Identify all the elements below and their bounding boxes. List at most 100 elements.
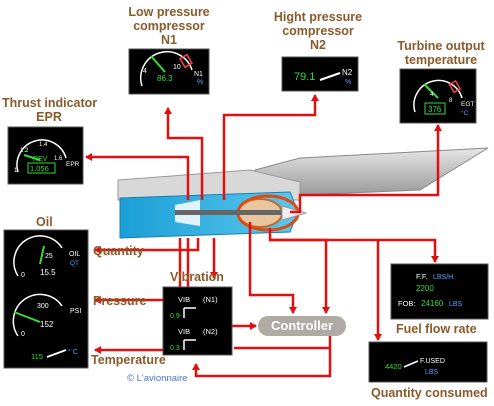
n2-needle: [319, 72, 341, 81]
vibration-label: Vibration: [170, 270, 224, 284]
vibration-display: VIB (N1) 0.9 VIB (N2) 0.3: [162, 286, 233, 356]
n2-label-line2: compressor: [282, 24, 354, 38]
arrow-to-controller-1: [248, 222, 297, 314]
n1-label-line1: Low pressure: [128, 5, 210, 19]
quantity-label: Quantity: [93, 244, 144, 258]
n2-gauge-display: 79.1 N2 %: [281, 56, 359, 92]
n2-label-line3: N2: [310, 38, 326, 52]
oil-press-value: 152: [40, 320, 54, 329]
oil-display: 0 25 15.5 OIL QT 0 300 152 PSI 115 ° C: [3, 229, 89, 369]
egt-value: 376: [428, 105, 442, 114]
egt-redline-box: [448, 80, 462, 94]
fuel-flow-rate-label: Fuel flow rate: [396, 322, 477, 336]
oil-qty-tick-25: 25: [45, 253, 53, 260]
oil-temp-needle: [46, 349, 67, 358]
arrow-to-egt: [290, 124, 442, 214]
temperature-label: Temperature: [91, 353, 166, 367]
oil-temp-unit: ° C: [68, 348, 78, 356]
fob-value: 24160: [421, 299, 444, 308]
vib2-value: 0.3: [170, 345, 180, 352]
fuel-used-value: 4420: [385, 362, 402, 371]
n1-unit: %: [197, 79, 203, 86]
n1-gauge-display: 4 10 86.3 N1 %: [128, 48, 210, 95]
egt-gauge-display: 4 8 376 EGT °C: [399, 68, 477, 124]
jet-engine-illustration: [117, 147, 489, 239]
arrow-to-fuel-flow: [270, 238, 439, 263]
vib2-name: VIB: [178, 327, 190, 336]
fob-unit: LBS: [449, 301, 463, 308]
n1-needle: [150, 55, 166, 73]
fuel-used-label: F.USED: [420, 358, 445, 365]
oil-press-tick-300: 300: [37, 303, 49, 310]
arrow-controller-to-vib: [234, 336, 332, 350]
oil-qty-needle: [39, 245, 45, 265]
quantity-consumed-label: Quantity consumed: [371, 386, 488, 400]
epr-tick-1: 1: [14, 168, 18, 174]
epr-value: 1.056: [30, 164, 49, 173]
egt-needle: [423, 83, 439, 99]
epr-label-line2: EPR: [36, 110, 62, 124]
oil-qty-unit: QT: [70, 260, 79, 267]
fuel-used-unit: LBS: [425, 369, 439, 376]
arrow-to-n1: [164, 107, 204, 200]
epr-value-box: [27, 162, 56, 174]
oil-label: Oil: [36, 215, 53, 229]
n1-label: Low pressure compressor N1: [104, 5, 234, 47]
engine-shaft: [175, 210, 285, 215]
copyright-notice: © L'avionnaire: [127, 373, 188, 384]
oil-qty-name: OIL: [69, 251, 80, 258]
fuel-used-display: 4420 F.USED LBS: [368, 341, 488, 383]
arrow-to-quantity: [94, 238, 200, 254]
vib1-value: 0.9: [170, 313, 180, 320]
egt-tick-8: 8: [449, 98, 453, 104]
epr-label: Thrust indicator EPR: [2, 96, 98, 124]
egt-name: EGT: [461, 101, 474, 108]
ff-value: 2200: [416, 284, 434, 293]
oil-press-needle: [13, 311, 41, 323]
n2-name: N2: [342, 68, 353, 77]
n1-label-line3: N1: [161, 33, 177, 47]
epr-mode: REV: [33, 156, 48, 163]
epr-tick-1-2: 1.2: [20, 148, 29, 154]
pressure-label: Pressure: [93, 294, 147, 308]
nacelle-upper: [117, 169, 301, 201]
vib1-channel: (N1): [203, 295, 218, 304]
n2-value: 79.1: [294, 71, 315, 83]
arrow-to-n2: [222, 94, 319, 200]
epr-gauge-display: 1.4 1.6 1.2 1 REV 1.056 EPR: [7, 126, 84, 185]
n1-name: N1: [194, 71, 203, 78]
fuel-used-pointer: [403, 360, 419, 368]
egt-label: Turbine output temperature: [390, 39, 492, 67]
epr-needle: [23, 154, 41, 161]
vib1-name: VIB: [178, 295, 190, 304]
oil-temp-value: 115: [31, 352, 43, 361]
epr-name: EPR: [66, 161, 80, 168]
fob-label: FOB:: [398, 299, 416, 308]
vib2-channel: (N2): [203, 327, 218, 336]
n2-label-line1: Hight pressure: [273, 10, 363, 24]
n1-label-line2: compressor: [133, 19, 205, 33]
egt-label-line2: temperature: [404, 53, 478, 67]
n1-tick-4: 4: [143, 68, 147, 75]
ff-unit: LBS/H: [433, 274, 453, 281]
arrow-controller-loop: [192, 348, 332, 378]
ff-label: F.F.: [416, 272, 428, 281]
egt-tick-4: 4: [430, 92, 434, 98]
n1-value: 86.3: [157, 74, 173, 83]
n2-unit: %: [345, 79, 351, 86]
epr-label-line1: Thrust indicator: [2, 96, 98, 110]
fuel-flow-display: F.F. LBS/H 2200 FOB: 24160 LBS: [390, 263, 489, 320]
epr-tick-1-6: 1.6: [54, 156, 63, 162]
egt-label-line1: Turbine output: [397, 39, 485, 53]
oil-qty-value: 15.5: [40, 268, 56, 277]
oil-qty-tick-0: 0: [21, 272, 25, 279]
n1-tick-10: 10: [173, 64, 181, 71]
oil-press-tick-0: 0: [21, 331, 25, 338]
egt-value-box: [424, 102, 446, 115]
controller-box: Controller: [258, 316, 346, 336]
arrow-to-epr: [85, 153, 190, 200]
epr-tick-1-4: 1.4: [39, 142, 48, 148]
oil-press-name: PSI: [70, 308, 81, 315]
n1-redline-box: [179, 53, 193, 69]
